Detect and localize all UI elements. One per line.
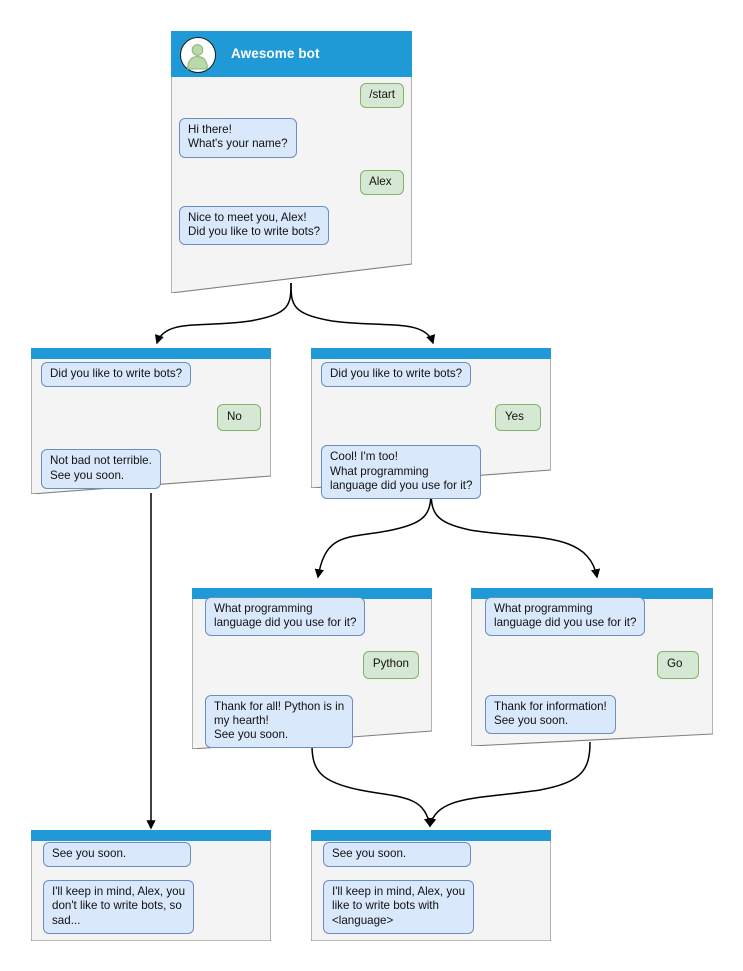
node-end-sad-messages: See you soon. I'll keep in mind, Alex, y… xyxy=(31,842,271,934)
message-row: See you soon. xyxy=(43,842,259,868)
node-no-branch-messages: Did you like to write bots? No Not bad n… xyxy=(31,362,271,489)
node-no-branch[interactable]: Did you like to write bots? No Not bad n… xyxy=(31,348,271,494)
message-row: See you soon. xyxy=(323,842,539,868)
message-row: I'll keep in mind, Alex, you like to wri… xyxy=(323,880,539,934)
bot-bubble: See you soon. xyxy=(323,842,471,868)
bot-bubble: Thank for all! Python is in my hearth! S… xyxy=(205,694,354,749)
person-avatar-icon xyxy=(180,37,216,73)
message-row: Go xyxy=(485,651,699,679)
node-root-title: Awesome bot xyxy=(231,46,320,61)
node-go-branch-messages: What programming language did you use fo… xyxy=(471,597,713,735)
user-bubble: Alex xyxy=(360,169,404,195)
edge-go-to-end-happy xyxy=(427,741,591,828)
message-row: Python xyxy=(205,651,419,679)
bot-bubble: What programming language did you use fo… xyxy=(205,597,366,637)
message-row: Nice to meet you, Alex! Did you like to … xyxy=(179,205,404,246)
bot-bubble: I'll keep in mind, Alex, you like to wri… xyxy=(323,880,475,934)
bot-bubble: Hi there! What's your name? xyxy=(179,118,297,158)
user-bubble: /start xyxy=(360,83,404,109)
bot-bubble: Nice to meet you, Alex! Did you like to … xyxy=(179,205,330,246)
message-row: Did you like to write bots? xyxy=(41,362,261,388)
node-python-branch-messages: What programming language did you use fo… xyxy=(192,597,432,749)
message-row: Cool! I'm too! What programming language… xyxy=(321,445,541,500)
bot-bubble: Did you like to write bots? xyxy=(41,362,192,388)
message-row: Thank for information! See you soon. xyxy=(485,694,699,735)
message-row: Hi there! What's your name? xyxy=(179,118,404,158)
message-row: Thank for all! Python is in my hearth! S… xyxy=(205,694,419,749)
message-row: What programming language did you use fo… xyxy=(485,597,699,637)
edge-yes-to-go xyxy=(430,487,601,579)
bot-bubble: Cool! I'm too! What programming language… xyxy=(321,445,482,500)
message-row: No xyxy=(41,404,261,432)
user-bubble: Yes xyxy=(495,404,541,432)
bot-bubble: Did you like to write bots? xyxy=(321,362,472,388)
message-row: /start xyxy=(179,83,404,109)
node-end-sad[interactable]: See you soon. I'll keep in mind, Alex, y… xyxy=(31,830,271,941)
node-root-messages: /start Hi there! What's your name? Alex … xyxy=(171,83,412,246)
bot-bubble: What programming language did you use fo… xyxy=(485,597,646,637)
bot-bubble: I'll keep in mind, Alex, you don't like … xyxy=(43,880,195,934)
node-end-happy[interactable]: See you soon. I'll keep in mind, Alex, y… xyxy=(311,830,551,941)
bot-bubble: See you soon. xyxy=(43,842,191,868)
message-row: Not bad not terrible. See you soon. xyxy=(41,449,261,489)
node-end-happy-messages: See you soon. I'll keep in mind, Alex, y… xyxy=(311,842,551,934)
message-row: Alex xyxy=(179,169,404,195)
bot-bubble: Thank for information! See you soon. xyxy=(485,694,616,735)
message-row: I'll keep in mind, Alex, you don't like … xyxy=(43,880,259,934)
user-bubble: No xyxy=(217,404,261,432)
message-row: Did you like to write bots? xyxy=(321,362,541,388)
message-row: Yes xyxy=(321,404,541,432)
node-yes-branch[interactable]: Did you like to write bots? Yes Cool! I'… xyxy=(311,348,551,500)
message-row: What programming language did you use fo… xyxy=(205,597,419,637)
user-bubble: Go xyxy=(657,651,699,679)
edge-python-to-end-happy xyxy=(311,744,434,828)
node-python-branch[interactable]: What programming language did you use fo… xyxy=(192,588,432,749)
node-go-branch[interactable]: What programming language did you use fo… xyxy=(471,588,713,746)
user-bubble: Python xyxy=(362,651,419,679)
node-root[interactable]: Awesome bot /start Hi there! What's your… xyxy=(171,31,412,293)
node-yes-branch-messages: Did you like to write bots? Yes Cool! I'… xyxy=(311,362,551,500)
edge-yes-to-python xyxy=(314,487,432,579)
bot-bubble: Not bad not terrible. See you soon. xyxy=(41,449,161,489)
